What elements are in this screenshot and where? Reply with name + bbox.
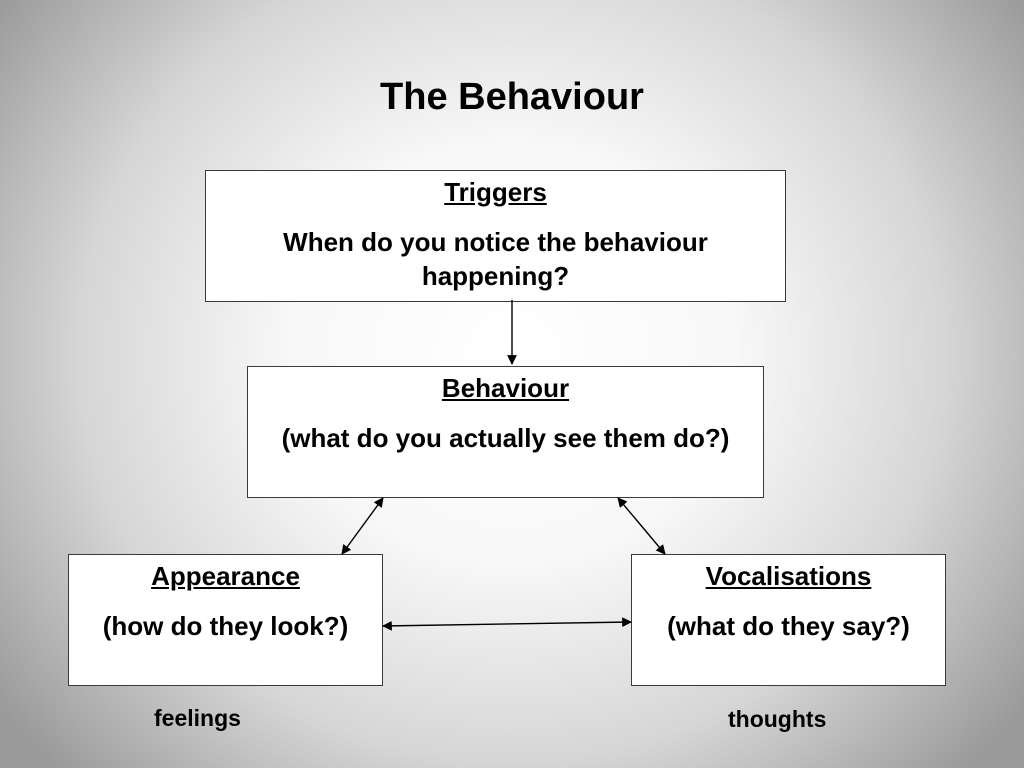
appearance-box: Appearance (how do they look?) xyxy=(68,554,383,686)
triggers-heading: Triggers xyxy=(444,177,547,207)
behaviour-box: Behaviour (what do you actually see them… xyxy=(247,366,764,498)
arrow-behaviour-appearance xyxy=(341,497,384,555)
triggers-body: When do you notice the behaviour happeni… xyxy=(283,227,708,291)
arrow-appearance-vocalisations xyxy=(382,617,632,631)
vocalisations-body: (what do they say?) xyxy=(667,611,910,641)
arrow-behaviour-vocalisations xyxy=(617,497,666,555)
vocalisations-heading: Vocalisations xyxy=(705,561,872,591)
feelings-caption: feelings xyxy=(154,705,241,731)
behaviour-body: (what do you actually see them do?) xyxy=(281,423,730,453)
appearance-body: (how do they look?) xyxy=(102,611,349,641)
appearance-heading: Appearance xyxy=(151,561,300,591)
vocalisations-box: Vocalisations (what do they say?) xyxy=(631,554,946,686)
behaviour-heading: Behaviour xyxy=(441,373,570,403)
thoughts-caption: thoughts xyxy=(728,706,827,732)
page-title: The Behaviour xyxy=(380,76,644,118)
triggers-box: Triggers When do you notice the behaviou… xyxy=(205,170,786,302)
